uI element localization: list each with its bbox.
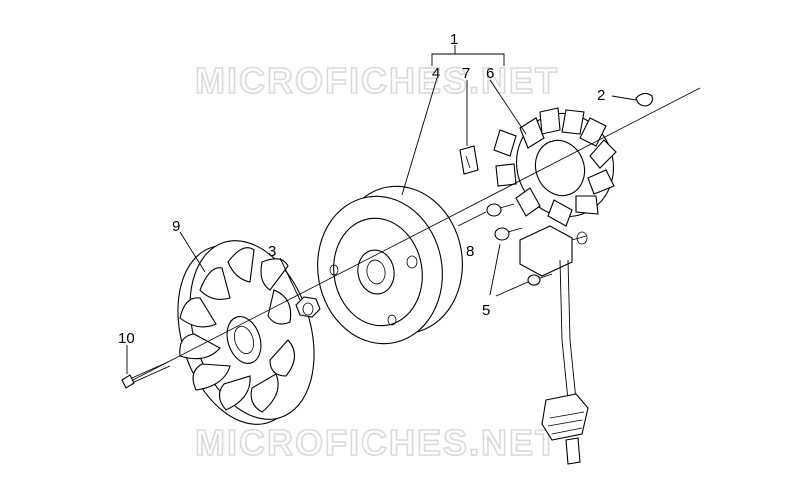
callout-4: 4 [432,65,440,82]
watermark-top: MICROFICHES.NET [195,60,559,101]
cooling-fan [177,240,315,425]
callout-8: 8 [466,243,474,260]
stator-screws [486,203,553,286]
callout-10: 10 [118,330,135,347]
pickup-and-wiring [519,225,589,465]
callout-1: 1 [450,31,458,48]
flywheel-nut [295,296,321,318]
woodruff-key [635,92,653,107]
callout-5: 5 [482,302,490,319]
fan-bolt [121,361,171,389]
leader-lines [126,45,637,374]
flywheel-rotor [317,185,463,345]
callout-6: 6 [486,65,494,82]
watermark-bottom: MICROFICHES.NET [195,422,559,463]
assembly-axis [132,87,701,381]
callout-9: 9 [172,218,180,235]
callout-2: 2 [597,87,605,104]
stator [493,107,617,227]
callout-7: 7 [462,65,470,82]
callout-3: 3 [268,243,276,260]
wire-clip [459,145,479,175]
